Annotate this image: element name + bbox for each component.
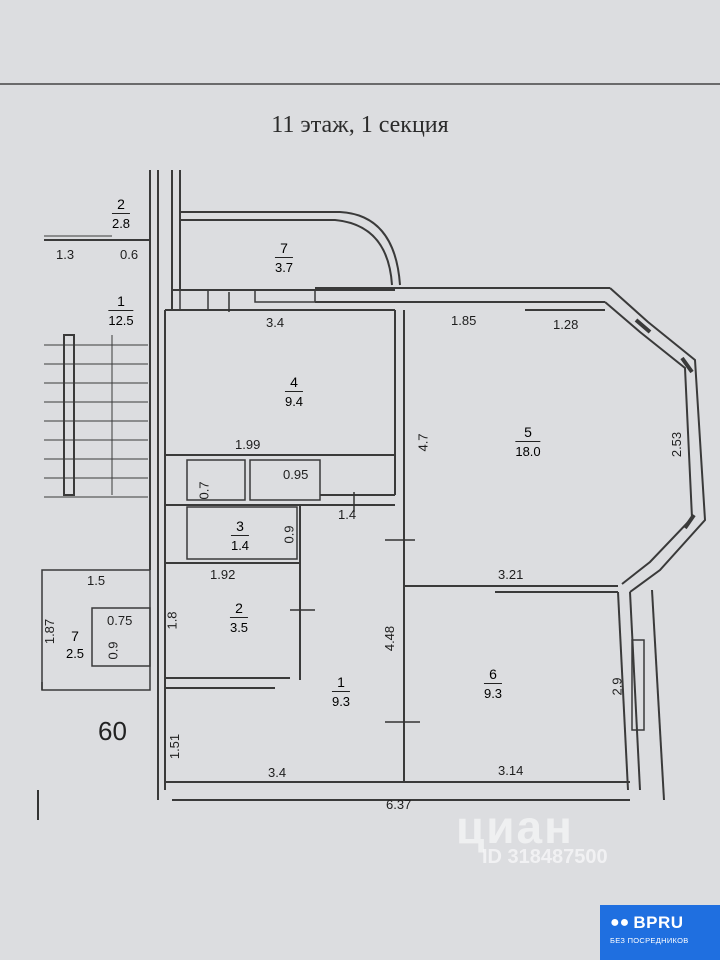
- exterior-wall: [629, 591, 641, 791]
- room-number: 7: [71, 628, 79, 644]
- dim-label: 3.4: [268, 765, 287, 780]
- bay-wall: [609, 287, 707, 593]
- room-number: 2: [229, 600, 249, 618]
- people-icon: ●●: [610, 914, 630, 931]
- room-7-closet: 7 2.5: [66, 628, 84, 661]
- dim-label: 0.6: [120, 247, 139, 262]
- dim-label: 1.87: [42, 618, 58, 645]
- room-number: 2: [111, 196, 131, 214]
- room-area: 3.7: [274, 260, 294, 275]
- room-number: 7: [274, 240, 294, 258]
- window-frame: [254, 289, 316, 303]
- bpru-badge[interactable]: ●● BPRU БЕЗ ПОСРЕДНИКОВ: [600, 905, 720, 960]
- room-1: 1 9.3: [331, 674, 351, 709]
- badge-tagline: БЕЗ ПОСРЕДНИКОВ: [610, 936, 689, 945]
- dim-label: 4.48: [382, 625, 398, 652]
- dim-label: 0.7: [196, 481, 212, 500]
- room-2: 2 3.5: [229, 600, 249, 635]
- room-6: 6 9.3: [483, 666, 503, 701]
- badge-brand: BPRU: [633, 913, 684, 932]
- dim-label: 0.75: [107, 613, 133, 628]
- bath-outline: [186, 506, 298, 560]
- dim-label: 0.9: [105, 641, 121, 660]
- room-3: 3 1.4: [230, 518, 250, 553]
- floor-title: 11 этаж, 1 секция: [271, 112, 449, 138]
- closet-inner: [91, 607, 151, 667]
- dim-label: 1.28: [553, 317, 579, 332]
- utility-block: [186, 459, 246, 501]
- room-number: 6: [483, 666, 503, 684]
- dim-label: 3.21: [498, 567, 524, 582]
- dim-label: 1.85: [451, 313, 477, 328]
- dim-label: 1.3: [56, 247, 75, 262]
- utility-block: [249, 459, 321, 501]
- bay-wall: [604, 301, 694, 585]
- room-area: 3.5: [229, 620, 249, 635]
- dim-label: 3.4: [266, 315, 285, 330]
- room-number: 1: [331, 674, 351, 692]
- room-4: 4 9.4: [284, 374, 304, 409]
- room-area: 9.4: [284, 394, 304, 409]
- watermark-id: ID 318487500: [482, 846, 608, 868]
- dim-ticks: [41, 292, 420, 723]
- side-mark: 60: [98, 716, 127, 746]
- balcony-outline: [180, 219, 393, 286]
- dim-label: 3.14: [498, 763, 524, 778]
- room-area: 18.0: [515, 444, 541, 459]
- room-number: 5: [515, 424, 541, 442]
- dim-label: 2.53: [669, 431, 685, 458]
- dim-label: 1.92: [210, 567, 236, 582]
- wall-block: [179, 289, 209, 311]
- dim-label: 1.8: [164, 611, 180, 630]
- stair-rail: [63, 334, 75, 496]
- dim-label: 4.7: [415, 433, 431, 452]
- room-area: 12.5: [108, 313, 134, 328]
- dim-label: 1.4: [338, 507, 357, 522]
- bay-window: [683, 513, 696, 530]
- stair-room-1: 1 12.5: [108, 293, 134, 328]
- window-frame: [631, 639, 645, 731]
- room-area: 9.3: [483, 686, 503, 701]
- dim-label: 6.37: [386, 797, 412, 812]
- balcony-outline: [180, 211, 401, 286]
- stair-room-2: 2 2.8: [111, 196, 131, 231]
- room-area: 1.4: [230, 538, 250, 553]
- closet-outline: [41, 569, 151, 691]
- room-5: 5 18.0: [515, 424, 541, 459]
- watermark-brand: циан: [456, 801, 574, 853]
- room-number: 3: [230, 518, 250, 536]
- room-number: 1: [108, 293, 134, 311]
- dim-label: 1.99: [235, 437, 261, 452]
- dim-label: 2.9: [609, 677, 625, 696]
- bay-window: [680, 356, 694, 374]
- dim-label: 1.51: [167, 733, 183, 760]
- dim-label: 1.5: [87, 573, 106, 588]
- walls: [41, 170, 707, 801]
- exterior-wall: [617, 591, 629, 791]
- dim-label: 0.95: [283, 467, 309, 482]
- room-number: 4: [284, 374, 304, 392]
- room-area: 2.8: [111, 216, 131, 231]
- room-area: 2.5: [65, 646, 85, 661]
- bay-window: [634, 318, 652, 334]
- exterior-wall: [651, 589, 665, 801]
- room-7-balcony: 7 3.7: [274, 240, 294, 275]
- dim-label: 0.9: [281, 525, 297, 544]
- room-area: 9.3: [331, 694, 351, 709]
